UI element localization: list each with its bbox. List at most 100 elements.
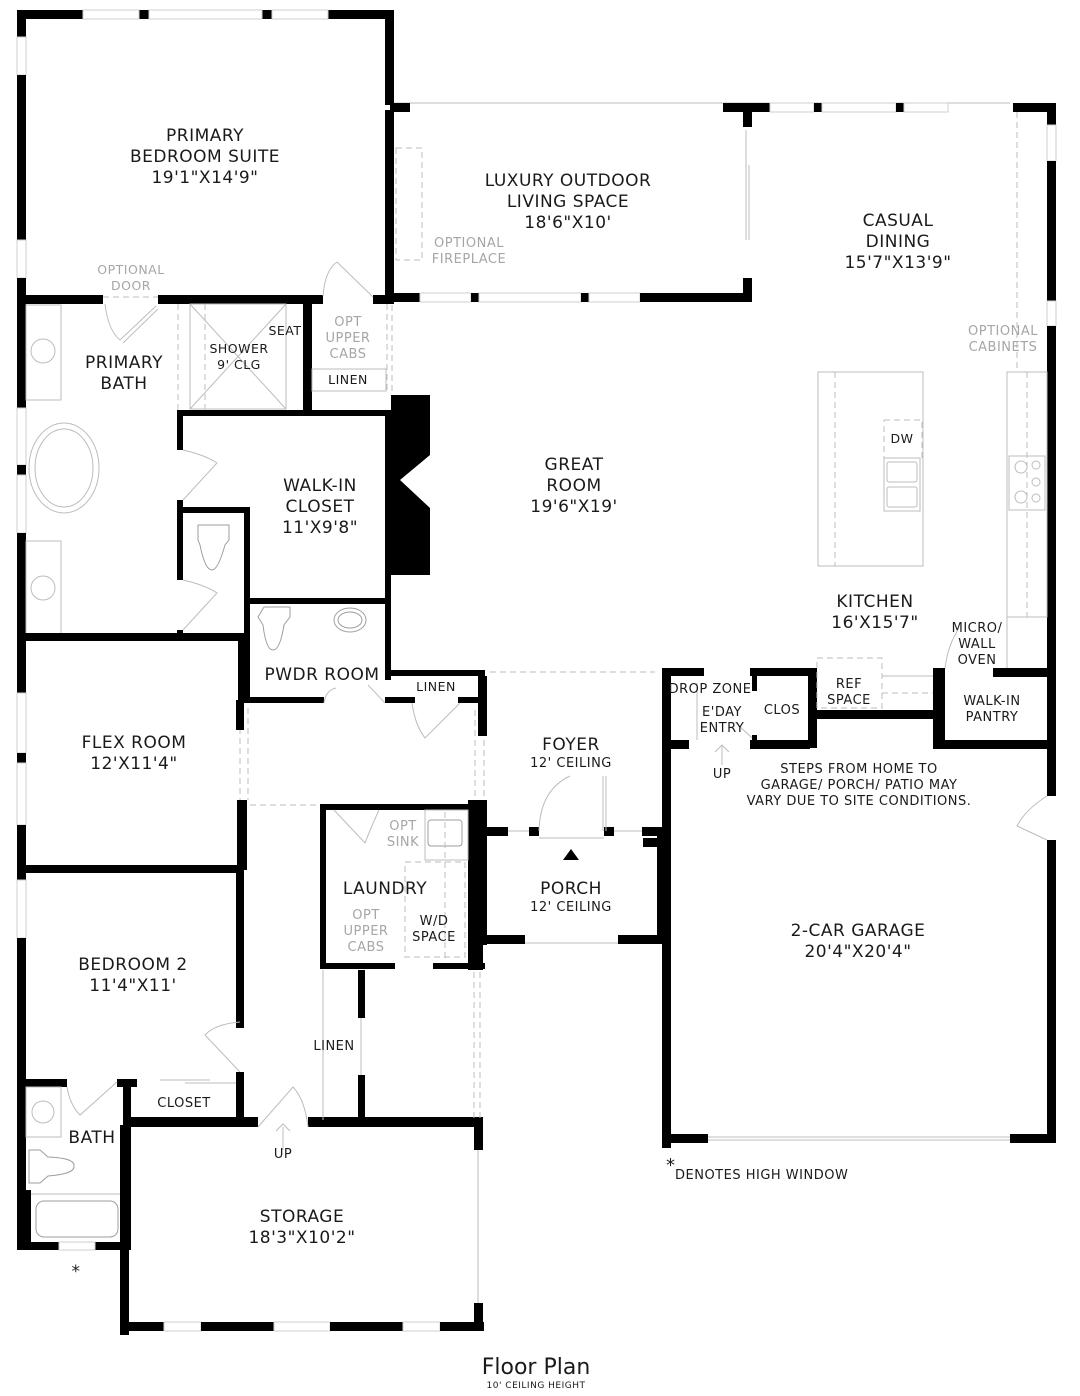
room-name: CASUAL [862,211,934,231]
room-name: BEDROOM SUITE [129,147,281,167]
note-line: VARY DUE TO SITE CONDITIONS. [746,794,972,809]
room-name: PORCH [540,879,602,899]
room-foyer: FOYER 12' CEILING [530,735,612,772]
room-name: PRIMARY [85,353,163,373]
eday-entry-note: E'DAY ENTRY [700,705,745,737]
note-line: 9' CLG [217,357,261,372]
note-line: CABINETS [968,340,1038,355]
shower-note: SHOWER 9' CLG [209,341,268,373]
note-line: SPACE [827,693,871,708]
room-size: 12'X11'4" [90,754,178,774]
ref-space-note: REF SPACE [827,677,871,709]
room-name: LUXURY OUTDOOR [484,171,652,191]
room-name: KITCHEN [836,592,914,612]
optional-fireplace-note: OPTIONAL FIREPLACE [432,236,506,268]
note-line: OPT [352,908,380,923]
room-walkin-pantry: WALK-IN PANTRY [963,694,1020,726]
optional-cabinets-note: OPTIONAL CABINETS [968,324,1038,356]
room-walkin-closet: WALK-IN CLOSET 11'X9'8" [282,476,358,539]
room-ceiling: 12' CEILING [530,900,612,915]
dishwasher-label: DW [890,431,914,446]
legend-text: DENOTES HIGH WINDOW [675,1168,849,1183]
room-ceiling: 12' CEILING [530,756,612,771]
note-line: REF [835,677,863,692]
note-line: CABS [329,347,367,362]
plan-title: Floor Plan [481,1355,591,1380]
up-label-garage: UP [712,767,732,782]
room-size: 16'X15'7" [831,613,919,633]
room-name: FOYER [542,735,600,755]
optional-door-note: OPTIONAL DOOR [97,262,164,294]
note-line: OVEN [957,653,997,668]
high-window-marker: * [71,1262,81,1282]
room-outdoor-living: LUXURY OUTDOOR LIVING SPACE 18'6"X10' [485,171,652,234]
note-line: UPPER [325,331,371,346]
note-line: OPT [334,315,362,330]
room-casual-dining: CASUAL DINING 15'7"X13'9" [844,211,951,274]
note-line: FIREPLACE [431,252,507,267]
note-line: MICRO/ [951,621,1003,636]
note-line: WALL [958,637,996,652]
room-size: 11'4"X11' [89,976,177,996]
room-flex-room: FLEX ROOM 12'X11'4" [82,733,187,775]
note-line: DOOR [111,278,151,293]
room-great-room: GREAT ROOM 19'6"X19' [530,455,617,518]
room-name: 2-CAR GARAGE [790,921,926,941]
room-name: ROOM [546,476,602,496]
room-name: PRIMARY [166,126,244,146]
room-laundry: LAUNDRY [342,879,428,899]
room-size: 15'7"X13'9" [844,253,952,273]
room-bedroom-2: BEDROOM 2 11'4"X11' [78,955,187,997]
plan-subtitle: 10' CEILING HEIGHT [486,1381,586,1391]
note-line: CABS [347,940,385,955]
opt-upper-cabs-note: OPT UPPER CABS [326,315,371,363]
room-storage: STORAGE 18'3"X10'2" [248,1207,355,1249]
room-name: BATH [100,374,148,394]
seat-note: SEAT [268,323,302,338]
up-label-storage: UP [273,1147,293,1162]
room-size: 20'4"X20'4" [804,942,912,962]
note-line: ENTRY [699,721,745,736]
note-line: STEPS FROM HOME TO [780,762,938,777]
note-line: OPTIONAL [968,324,1038,339]
room-size: 18'3"X10'2" [248,1228,356,1248]
room-name: STORAGE [259,1207,345,1227]
wd-space-note: W/D SPACE [412,914,456,946]
micro-wall-oven-note: MICRO/ WALL OVEN [952,621,1003,669]
room-name: LIVING SPACE [506,192,630,212]
room-pwdr-room: PWDR ROOM [264,665,380,685]
room-primary-bedroom: PRIMARY BEDROOM SUITE 19'1"X14'9" [130,126,280,189]
room-name: WALK-IN [963,694,1021,709]
opt-upper-cabs-laundry-note: OPT UPPER CABS [344,908,389,956]
room-size: 19'1"X14'9" [151,168,259,188]
note-line: UPPER [343,924,389,939]
room-primary-bath: PRIMARY BATH [85,353,163,395]
room-name: PANTRY [965,710,1019,725]
room-name: CLOSET [285,497,355,517]
opt-sink-note: OPT SINK [387,819,419,851]
note-line: OPTIONAL [434,236,504,251]
clos-label: CLOS [763,703,801,718]
drop-zone-label: DROP ZONE [668,682,752,697]
note-line: E'DAY [702,705,742,720]
room-garage: 2-CAR GARAGE 20'4"X20'4" [791,921,926,963]
room-size: 11'X9'8" [281,518,359,538]
room-kitchen: KITCHEN 16'X15'7" [831,592,918,634]
site-conditions-note: STEPS FROM HOME TO GARAGE/ PORCH/ PATIO … [747,762,972,810]
room-name: WALK-IN [283,476,357,496]
room-name: DINING [865,232,931,252]
room-size: 18'6"X10' [524,213,612,233]
note-line: SINK [386,835,420,850]
closet-label: CLOSET [157,1096,211,1111]
note-line: GARAGE/ PORCH/ PATIO MAY [760,778,958,793]
note-line: SHOWER [209,341,269,356]
linen-lower-label: LINEN [313,1039,355,1054]
room-bath: BATH [68,1128,116,1148]
room-size: 19'6"X19' [530,497,618,517]
linen-label: LINEN [328,372,368,387]
room-porch: PORCH 12' CEILING [530,879,612,916]
room-name: GREAT [544,455,604,475]
legend-asterisk-icon: * [666,1155,676,1176]
note-line: W/D [419,914,449,929]
